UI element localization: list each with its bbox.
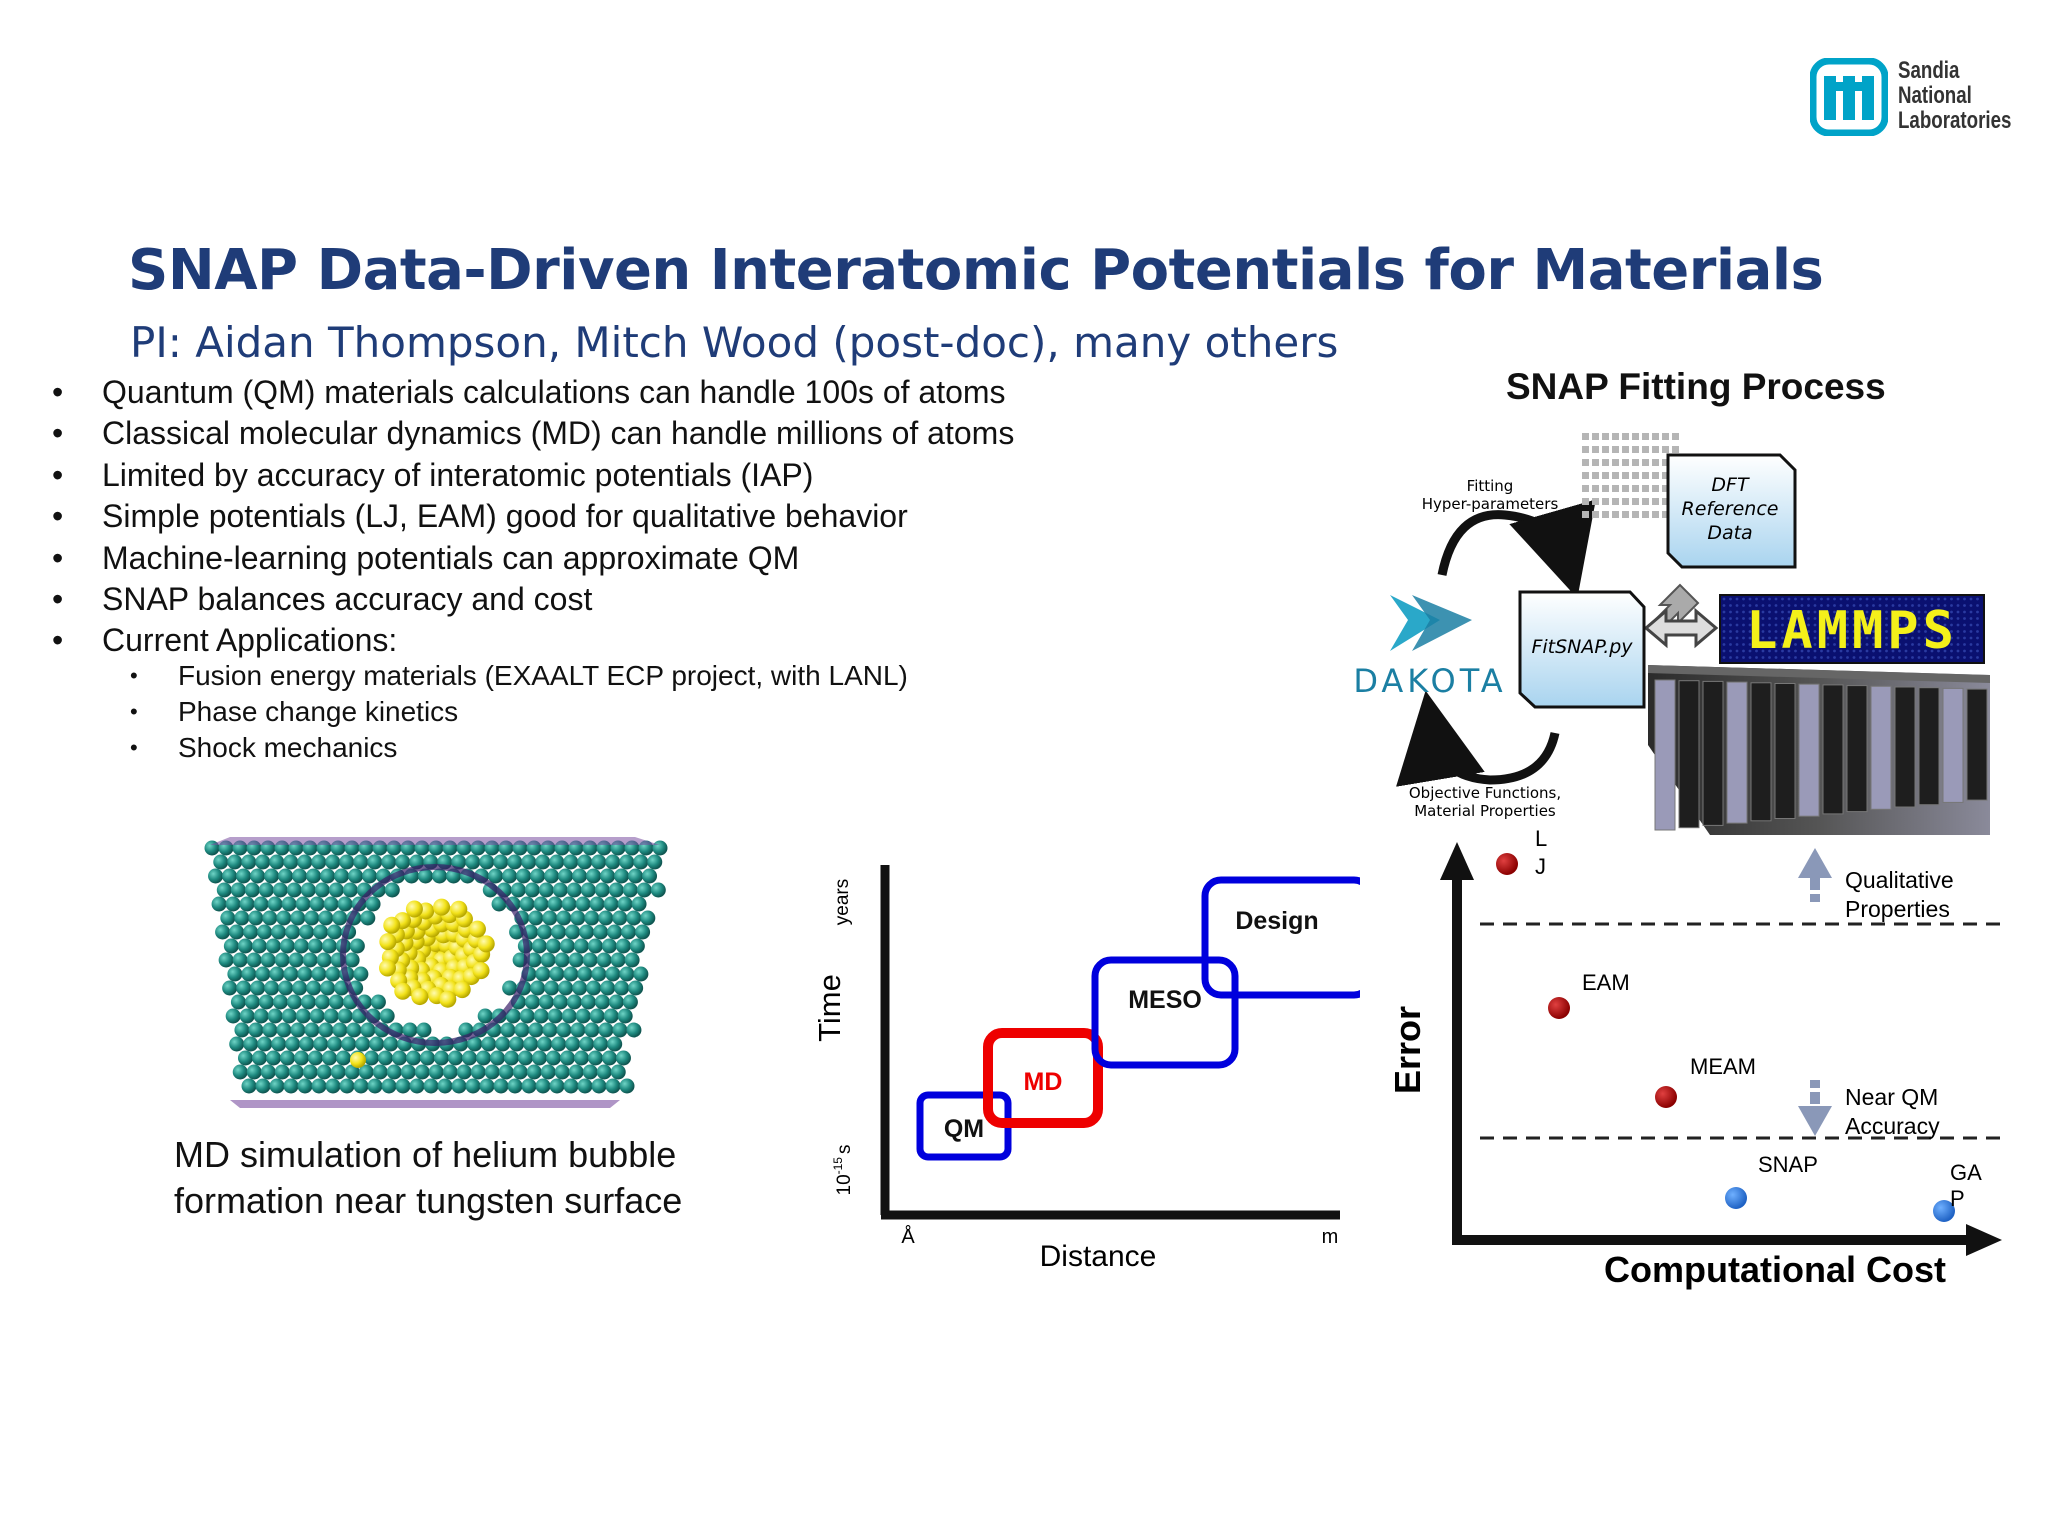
cost-axis-label: Computational Cost bbox=[1604, 1249, 1946, 1290]
objective-label-1: Objective Functions, bbox=[1409, 784, 1561, 802]
bullet-item: Classical molecular dynamics (MD) can ha… bbox=[52, 413, 1014, 455]
lj-label-b: J bbox=[1535, 854, 1546, 879]
y-axis-arrow-icon bbox=[1440, 842, 1474, 880]
bullet-item: SNAP balances accuracy and cost bbox=[52, 579, 1014, 621]
bullet-item: Simple potentials (LJ, EAM) good for qua… bbox=[52, 496, 1014, 538]
sandia-thunderbird-icon bbox=[1810, 58, 1888, 136]
svg-text:Reference: Reference bbox=[1682, 498, 1779, 520]
eam-label: EAM bbox=[1582, 970, 1630, 995]
sub-bullet-item: Phase change kinetics bbox=[130, 694, 908, 730]
bidirectional-arrow-icon bbox=[1643, 607, 1719, 649]
sub-bullet-item: Shock mechanics bbox=[130, 730, 908, 766]
md-caption: MD simulation of helium bubble formation… bbox=[174, 1134, 683, 1221]
sub-bullet-item: Fusion energy materials (EXAALT ECP proj… bbox=[130, 658, 908, 694]
top-cycle-arrow-icon bbox=[1437, 499, 1596, 599]
x-axis-arrow-icon bbox=[1966, 1224, 2002, 1256]
x-right-label: m bbox=[1322, 1226, 1339, 1248]
bottom-cycle-arrow-icon bbox=[1396, 690, 1560, 787]
slide-subtitle: PI: Aidan Thompson, Mitch Wood (post-doc… bbox=[130, 318, 1339, 367]
up-arrow-icon bbox=[1798, 848, 1832, 902]
supercomputer-image bbox=[1648, 665, 1990, 835]
dft-reference-box: DFT Reference Data bbox=[1666, 453, 1797, 569]
fitting-process-diagram: Fitting Hyper-parameters DAKOTA DFT Refe… bbox=[1353, 433, 1990, 835]
tungsten-atoms bbox=[204, 840, 668, 1094]
svg-text:10-15s: 10-15s bbox=[831, 1145, 855, 1196]
snap-point bbox=[1725, 1187, 1747, 1209]
lj-label-a: L bbox=[1535, 826, 1547, 851]
surface-plane bbox=[210, 837, 660, 845]
y-bottom-label: 10-15s bbox=[831, 1145, 855, 1196]
sandia-wordmark: Sandia National Laboratories bbox=[1898, 58, 2018, 138]
down-arrow-icon bbox=[1798, 1080, 1832, 1136]
gap-label-a: GA bbox=[1950, 1160, 1982, 1185]
hyper-label-2: Hyper-parameters bbox=[1422, 495, 1559, 513]
org-line-2: National bbox=[1898, 82, 1972, 109]
helium-bubble bbox=[378, 898, 495, 1008]
y-axis-label: Time bbox=[812, 974, 847, 1042]
svg-text:LAMMPS: LAMMPS bbox=[1746, 601, 1958, 661]
bullet-list: Quantum (QM) materials calculations can … bbox=[52, 372, 1014, 662]
sandia-logo: Sandia National Laboratories bbox=[1810, 58, 2020, 138]
lj-point bbox=[1496, 853, 1518, 875]
svg-text:FitSNAP.py: FitSNAP.py bbox=[1531, 636, 1633, 658]
qualitative-label-1: Qualitative bbox=[1845, 867, 1954, 893]
meam-point bbox=[1655, 1086, 1677, 1108]
meso-label: MESO bbox=[1128, 986, 1202, 1014]
bullet-item: Machine-learning potentials can approxim… bbox=[52, 538, 1014, 580]
nearqm-label-2: Accuracy bbox=[1845, 1113, 1940, 1139]
bubble-shell bbox=[340, 864, 530, 1046]
reference-data-grid bbox=[1582, 433, 1679, 518]
eam-point bbox=[1548, 997, 1570, 1019]
dakota-logo: DAKOTA bbox=[1353, 595, 1506, 700]
helium-atom bbox=[350, 1052, 366, 1068]
svg-text:DFT: DFT bbox=[1711, 474, 1750, 496]
md-simulation-image bbox=[204, 837, 668, 1108]
error-axis-label: Error bbox=[1387, 1006, 1428, 1094]
time-distance-diagram: years Time 10-15s Å m Distance QM MD MES… bbox=[812, 865, 1360, 1273]
error-cost-chart: Error Computational Cost Qualitative Pro… bbox=[1387, 826, 2002, 1290]
org-line-3: Laboratories bbox=[1898, 107, 2012, 134]
sub-bullet-list: Fusion energy materials (EXAALT ECP proj… bbox=[130, 658, 908, 766]
x-axis-label: Distance bbox=[1040, 1240, 1157, 1273]
design-box bbox=[1201, 876, 1360, 999]
nearqm-label-1: Near QM bbox=[1845, 1084, 1938, 1110]
svg-text:Data: Data bbox=[1707, 522, 1752, 544]
qm-label: QM bbox=[944, 1115, 984, 1143]
md-box bbox=[983, 1028, 1103, 1128]
meam-label: MEAM bbox=[1690, 1054, 1756, 1079]
bullet-item: Current Applications: bbox=[52, 620, 1014, 662]
meso-box bbox=[1091, 956, 1239, 1069]
lammps-banner: LAMMPS bbox=[1719, 594, 1985, 664]
svg-text:DAKOTA: DAKOTA bbox=[1353, 662, 1506, 700]
bullet-item: Quantum (QM) materials calculations can … bbox=[52, 372, 1014, 414]
y-top-label: years bbox=[832, 879, 853, 925]
x-left-label: Å bbox=[901, 1225, 915, 1248]
gap-label-b: P bbox=[1950, 1186, 1965, 1211]
objective-label-2: Material Properties bbox=[1414, 802, 1556, 820]
hyper-label-1: Fitting bbox=[1467, 477, 1514, 495]
org-line-1: Sandia bbox=[1898, 57, 1960, 84]
dakota-chevron-icon bbox=[1390, 595, 1440, 651]
md-label: MD bbox=[1024, 1068, 1063, 1096]
gap-point bbox=[1933, 1200, 1955, 1222]
base-plane bbox=[230, 1100, 620, 1108]
fitsnap-box: FitSNAP.py bbox=[1518, 590, 1646, 709]
qualitative-label-2: Properties bbox=[1845, 896, 1950, 922]
snap-label: SNAP bbox=[1758, 1152, 1818, 1177]
slide-title: SNAP Data-Driven Interatomic Potentials … bbox=[128, 238, 1824, 303]
design-label: Design bbox=[1235, 907, 1318, 935]
fitting-process-title: SNAP Fitting Process bbox=[1506, 366, 1886, 407]
bullet-item: Limited by accuracy of interatomic poten… bbox=[52, 455, 1014, 497]
